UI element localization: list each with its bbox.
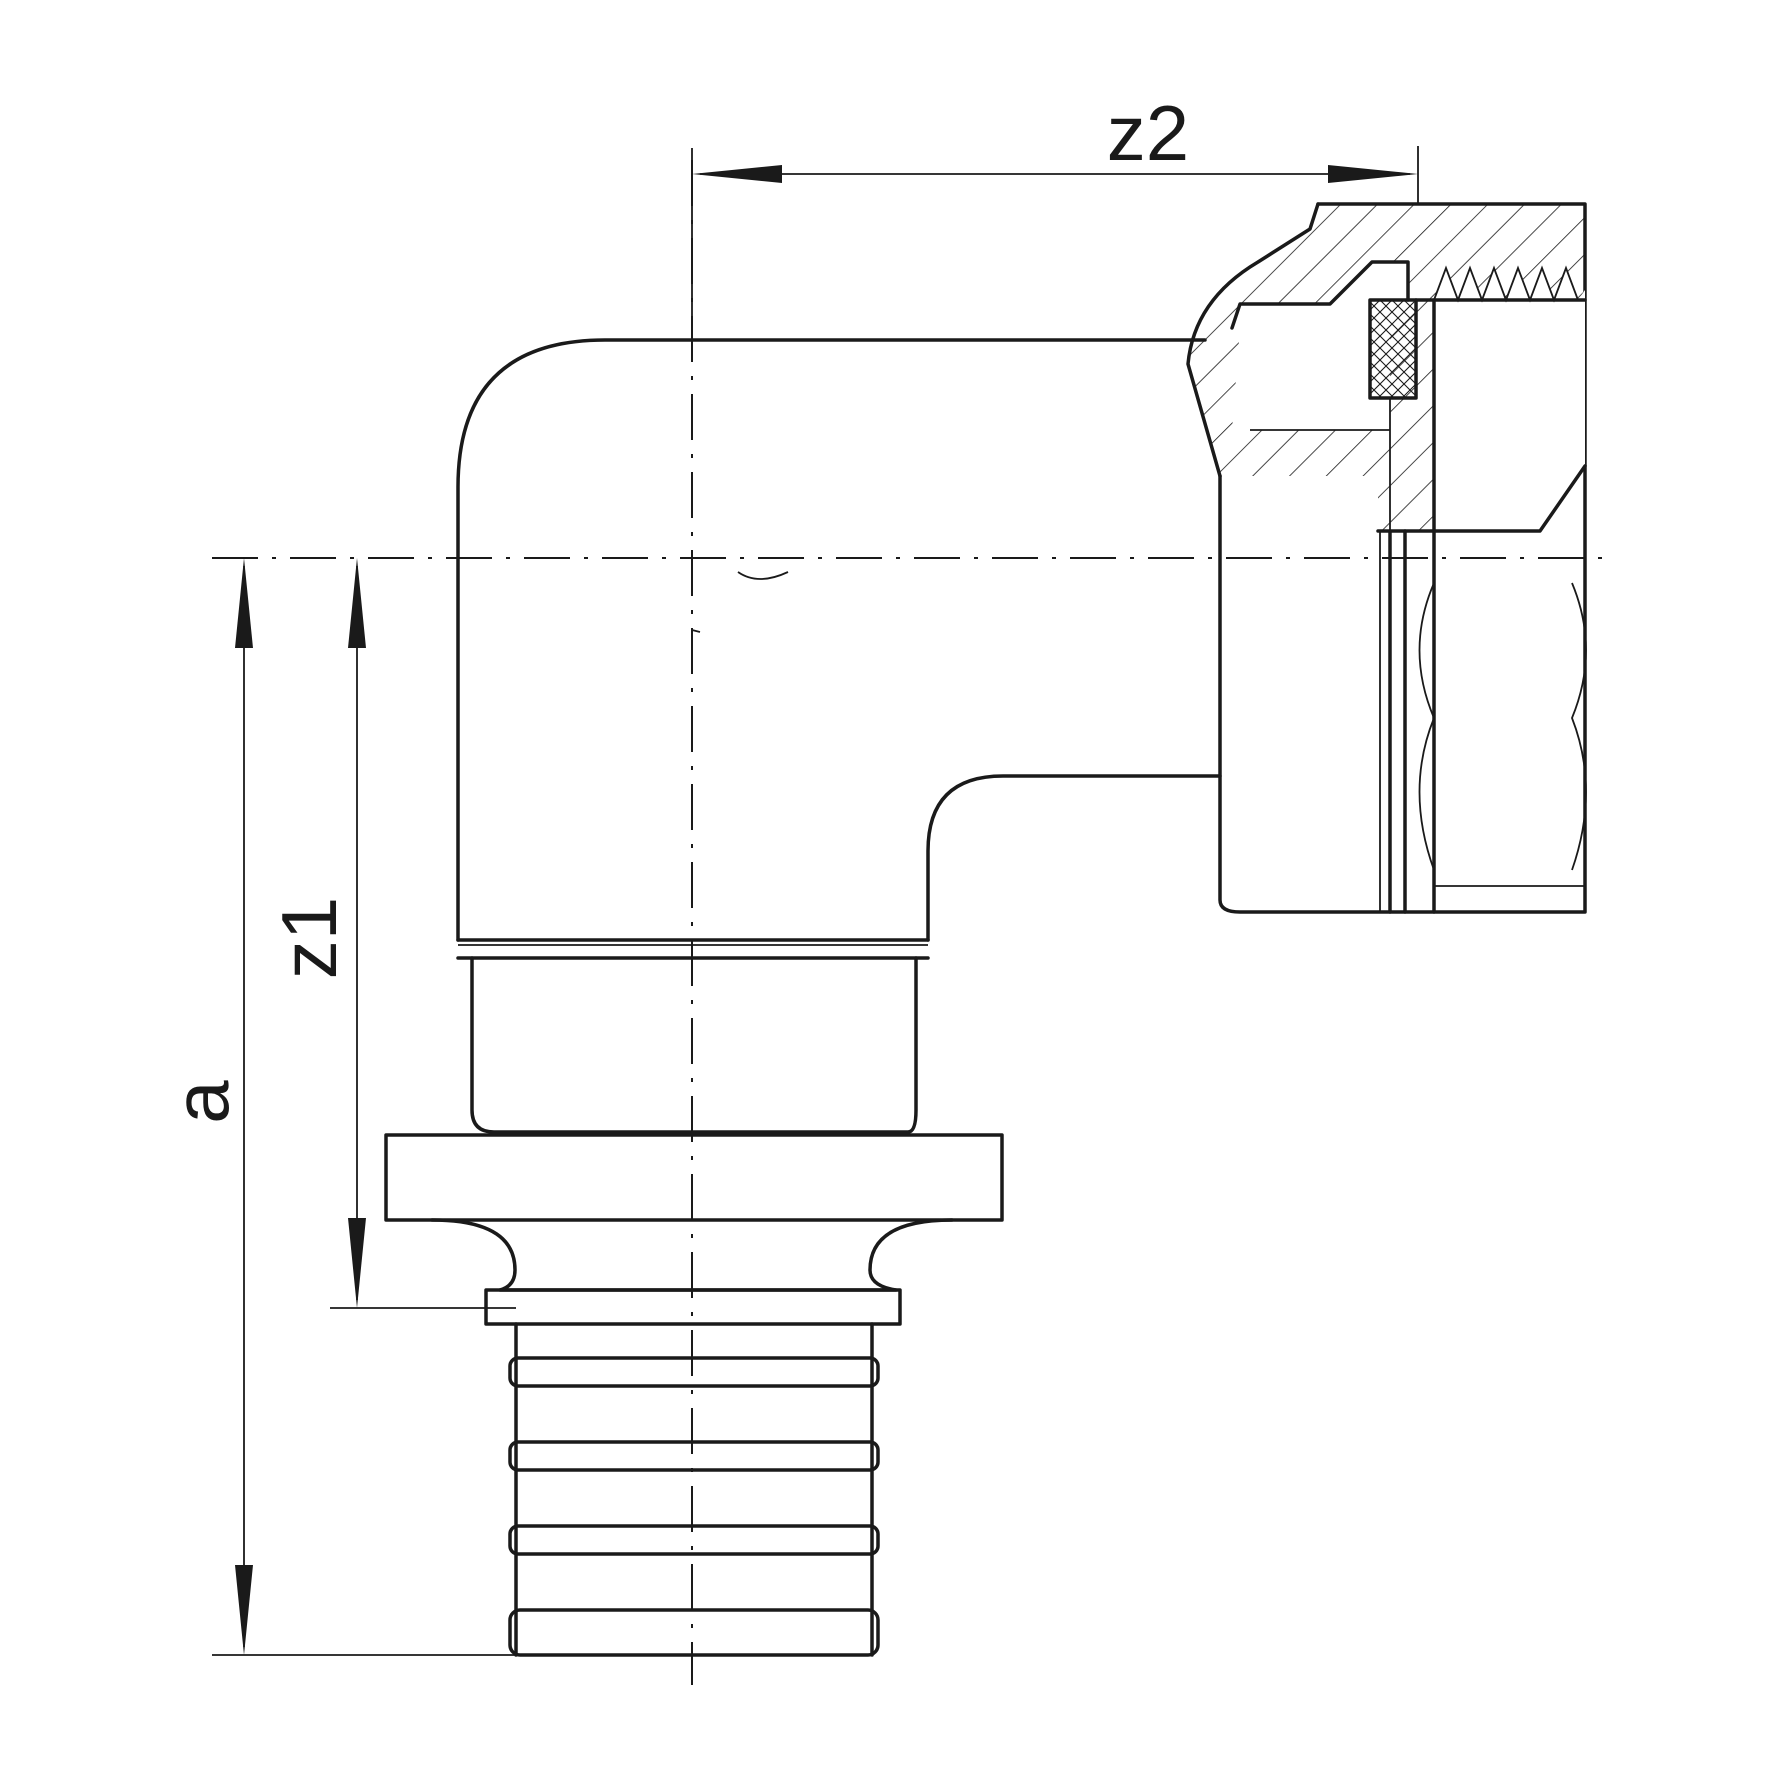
- union-nut: [1218, 202, 1587, 914]
- z1-label: z1: [265, 897, 353, 979]
- section-cutaway: [1186, 202, 1587, 533]
- dimension-z2: z2: [691, 89, 1419, 340]
- dimension-a: a: [157, 558, 516, 1656]
- a-label: a: [157, 1080, 245, 1124]
- z2-label: z2: [1107, 89, 1189, 177]
- pipe-spigot: [484, 1288, 902, 1657]
- elbow-body: [456, 338, 1222, 942]
- centerlines: [212, 160, 1612, 1685]
- press-collar: [384, 944, 1004, 1292]
- dimension-z1: z1: [265, 558, 516, 1309]
